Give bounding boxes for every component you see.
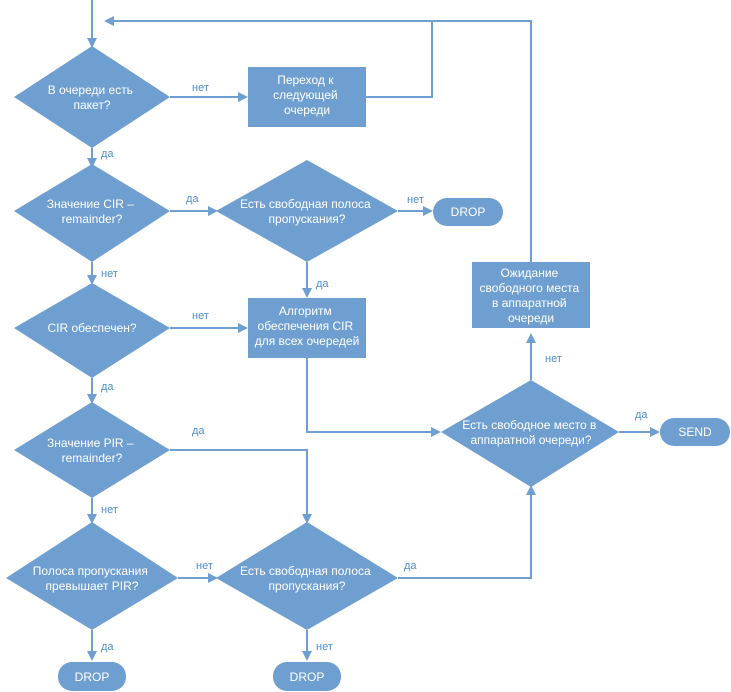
edge-label-d3-yes: да — [316, 278, 329, 290]
label-d1: В очереди есть пакет? — [48, 83, 137, 112]
connector-p2-d6 — [306, 358, 441, 437]
process-p1 — [248, 67, 366, 127]
process-p2 — [248, 298, 366, 358]
label-d5: Значение PIR – remainder? — [47, 436, 137, 465]
label-d4: CIR обеспечен? — [47, 321, 136, 335]
connector-d5-d8 — [170, 449, 312, 524]
edge-label-d8-no: нет — [316, 641, 333, 653]
node-labels: В очереди есть пакет? Переход к следующе… — [33, 73, 712, 684]
label-d3: Есть свободная полоса пропускания? — [240, 197, 374, 226]
label-d7: Полоса пропускания превышает PIR? — [33, 564, 151, 593]
label-d8: Есть свободная полоса пропускания? — [240, 564, 374, 593]
edge-label-d7-no: нет — [196, 560, 213, 572]
label-p3: Ожидание свободного места в аппаратной о… — [480, 266, 583, 325]
edge-label-d4-no: нет — [192, 310, 209, 322]
label-d2: Значение CIR – remainder? — [47, 197, 138, 226]
label-t1: DROP — [451, 205, 486, 219]
decision-d5 — [14, 402, 170, 498]
edge-label-d8-yes: да — [404, 560, 417, 572]
connector-p3-loop — [104, 16, 532, 262]
connectors — [87, 0, 660, 661]
connector-d8-d6 — [398, 485, 536, 579]
edge-label-d3-no: нет — [407, 194, 424, 206]
edge-label-d2-no: нет — [101, 268, 118, 280]
connector-p1-loop — [366, 21, 433, 98]
edge-label-d2-yes: да — [186, 193, 199, 205]
edge-label-d1-yes: да — [101, 148, 114, 160]
label-p2: Алгоритм обеспечения CIR для всех очеред… — [255, 304, 360, 348]
terminal-t1 — [433, 198, 503, 226]
label-d6: Есть свободное место в аппаратной очеред… — [462, 418, 599, 447]
label-t2: SEND — [678, 425, 712, 439]
decision-d2 — [14, 164, 170, 262]
terminal-t3 — [58, 662, 126, 691]
edge-label-d5-yes: да — [192, 425, 205, 437]
decision-d8 — [216, 522, 398, 630]
edge-label-d1-no: нет — [192, 82, 209, 94]
decision-d3 — [216, 160, 398, 262]
shapes — [6, 46, 730, 691]
label-p1: Переход к следующей очереди — [273, 73, 341, 117]
edge-label-d4-yes: да — [101, 381, 114, 393]
edge-label-d7-yes: да — [101, 641, 114, 653]
decision-d7 — [6, 522, 178, 630]
edge-label-d6-no: нет — [545, 353, 562, 365]
decision-d4 — [14, 283, 170, 378]
decision-d6 — [441, 380, 619, 487]
terminal-t4 — [273, 662, 341, 691]
edge-label-d6-yes: да — [635, 409, 648, 421]
process-p3 — [472, 262, 590, 328]
decision-d1 — [14, 46, 170, 148]
terminal-t2 — [660, 418, 730, 446]
label-t4: DROP — [290, 670, 325, 684]
edge-labels: нет да да нет нет да нет да да нет нет д… — [101, 82, 648, 653]
label-t3: DROP — [75, 670, 110, 684]
edge-label-d5-no: нет — [101, 504, 118, 516]
